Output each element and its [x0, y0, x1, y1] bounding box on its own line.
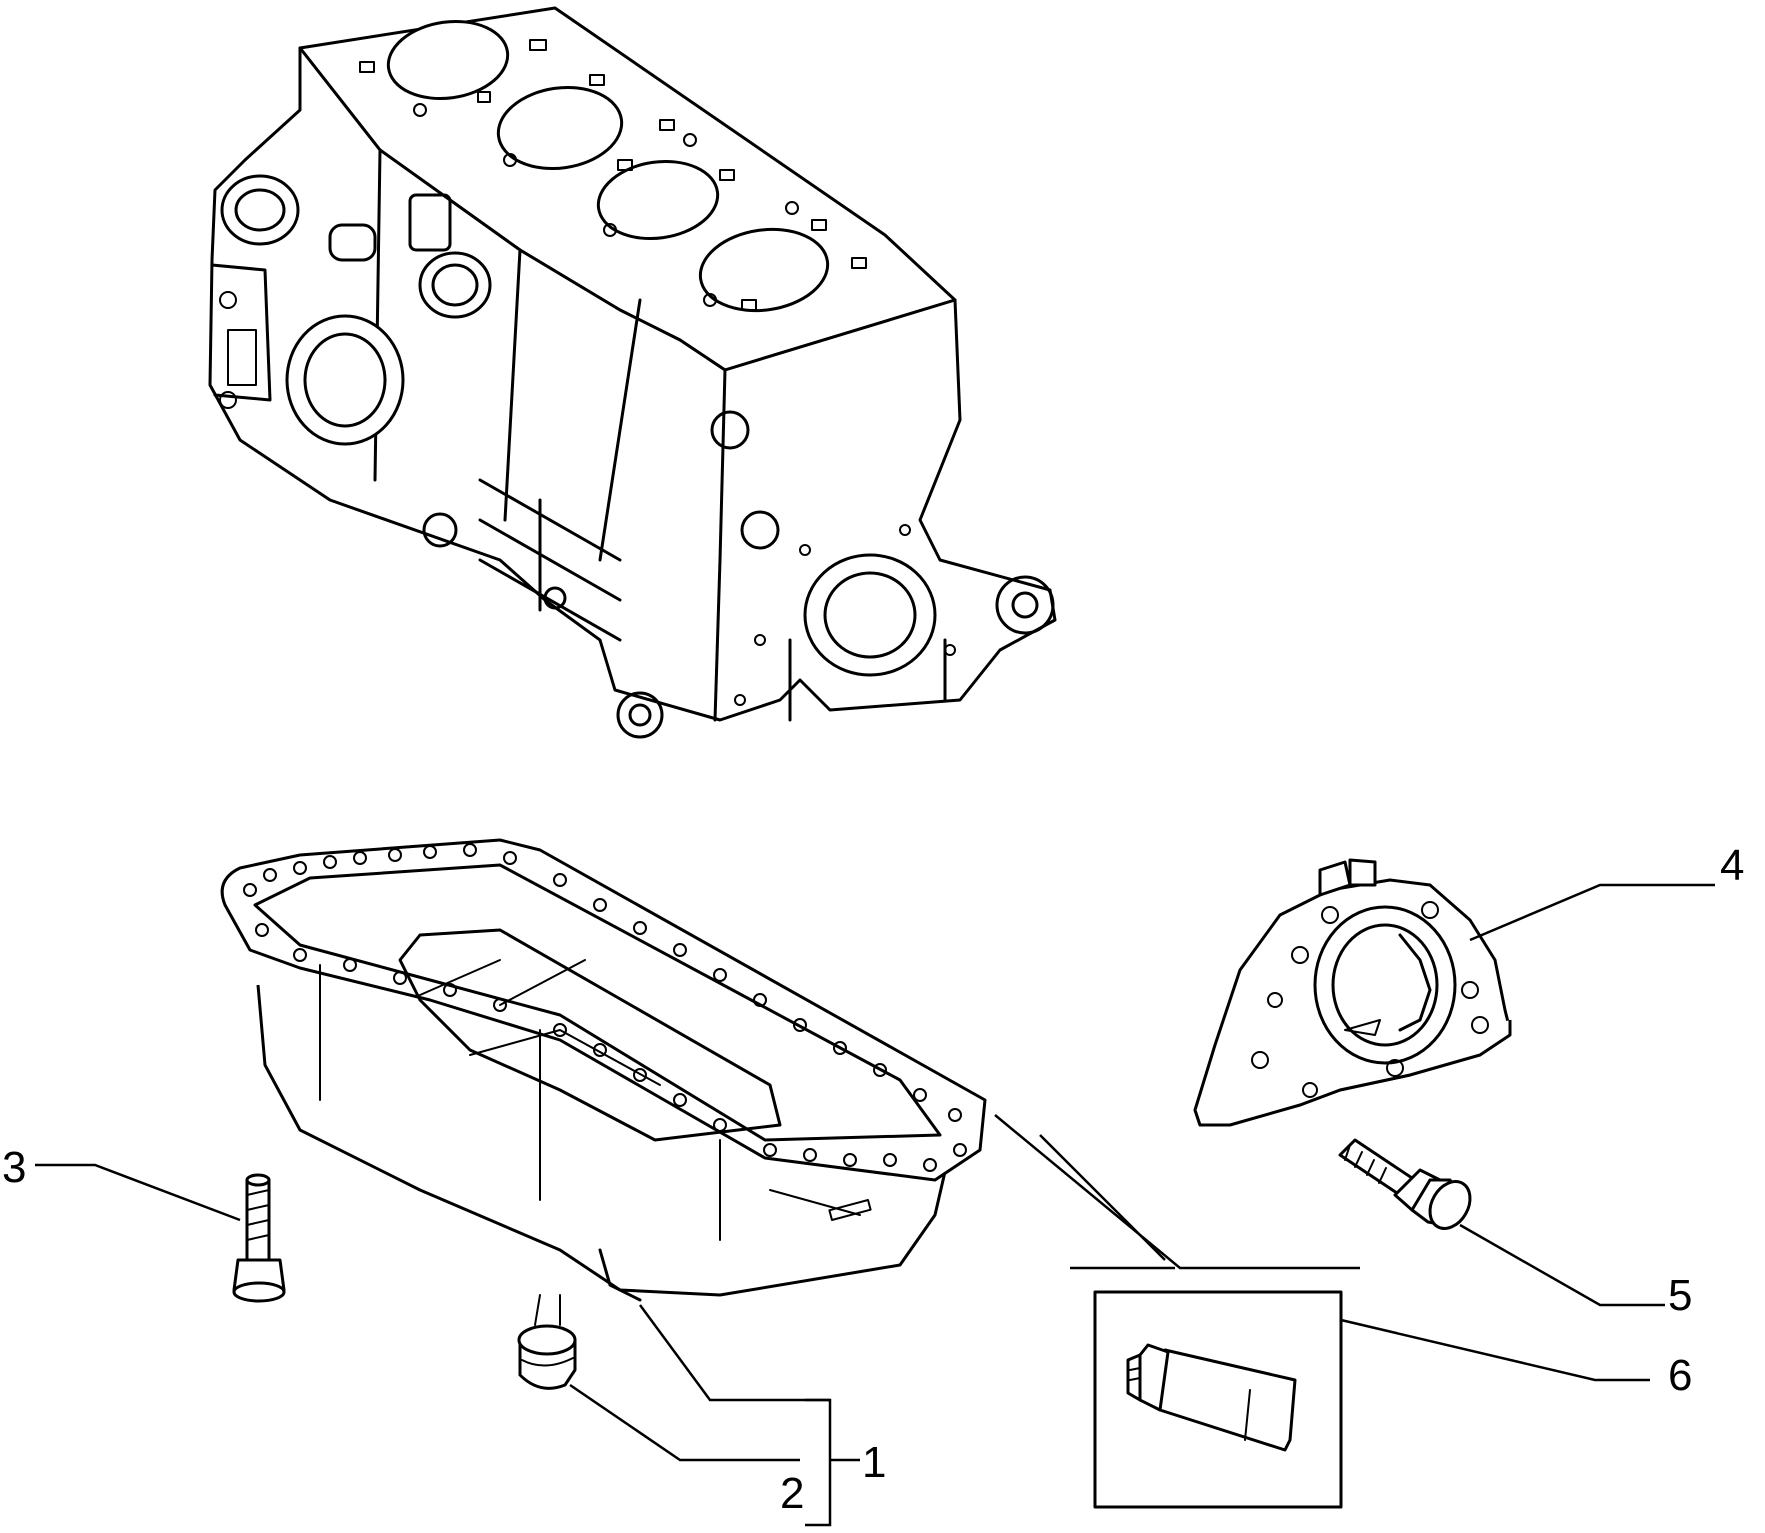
callout-2: 2: [780, 1469, 804, 1518]
callout-3: 3: [2, 1143, 26, 1192]
sump-bolt: [232, 1173, 286, 1303]
rear-seal-cover: [1193, 858, 1512, 1127]
callout-labels: 1 2 3 4 5 6: [2, 841, 1744, 1518]
drain-plug: [517, 1294, 577, 1390]
callout-5: 5: [1668, 1271, 1692, 1320]
callout-1: 1: [862, 1438, 886, 1487]
callout-6: 6: [1668, 1351, 1692, 1400]
callout-4: 4: [1720, 841, 1744, 890]
engine-block: [208, 6, 1057, 739]
leader-lines: [35, 883, 1715, 1527]
cover-bolt: [1338, 1138, 1472, 1230]
sealant-tube: [1093, 1290, 1343, 1509]
oil-sump: [220, 838, 987, 1302]
